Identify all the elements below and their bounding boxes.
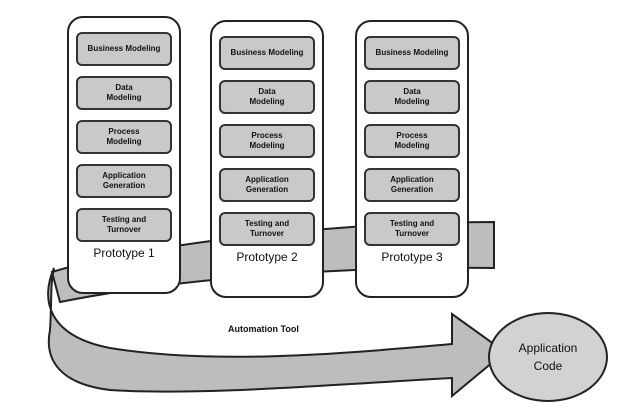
automation-tool-label: Automation Tool [228,324,299,334]
prototype-3-column: Business Modeling Data Modeling Process … [355,20,469,298]
phase-data-modeling: Data Modeling [364,80,460,114]
phase-application-generation: Application Generation [76,164,172,198]
prototype-3-label: Prototype 3 [381,250,443,264]
phase-business-modeling: Business Modeling [76,32,172,66]
phase-testing-turnover: Testing and Turnover [364,212,460,246]
phase-data-modeling: Data Modeling [219,80,315,114]
phase-process-modeling: Process Modeling [219,124,315,158]
phase-testing-turnover: Testing and Turnover [76,208,172,242]
phase-process-modeling: Process Modeling [364,124,460,158]
application-code-node: Application Code [488,312,608,402]
phase-process-modeling: Process Modeling [76,120,172,154]
phase-application-generation: Application Generation [364,168,460,202]
prototype-2-column: Business Modeling Data Modeling Process … [210,20,324,298]
prototype-1-label: Prototype 1 [93,246,155,260]
phase-application-generation: Application Generation [219,168,315,202]
phase-testing-turnover: Testing and Turnover [219,212,315,246]
prototype-2-label: Prototype 2 [236,250,298,264]
phase-data-modeling: Data Modeling [76,76,172,110]
phase-business-modeling: Business Modeling [364,36,460,70]
phase-business-modeling: Business Modeling [219,36,315,70]
prototype-1-column: Business Modeling Data Modeling Process … [67,16,181,294]
